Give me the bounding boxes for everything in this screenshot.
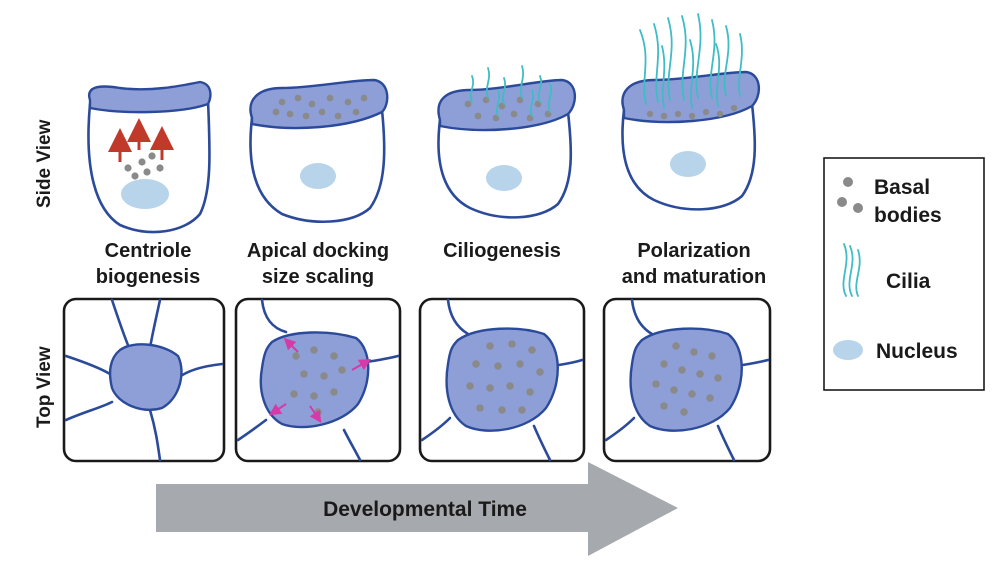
legend-cilia: Cilia [886,270,931,293]
side-cell-1 [87,80,212,234]
basal-body-icon [148,152,156,160]
basal-bodies-cell-4 [646,104,738,120]
top-view-label: Top View [34,346,55,428]
basal-body-icon [837,177,863,213]
legend-basal-line2: bodies [874,204,942,227]
apical-surface [108,343,183,411]
nucleus-icon [300,163,336,189]
cilia-icon [842,243,861,297]
stage-2-line1: Apical docking [247,240,389,262]
stage-4-line2: and maturation [622,266,766,288]
side-cell-4 [621,13,760,211]
developmental-time-arrow: Developmental Time [156,462,678,556]
stage-3-line1: Ciliogenesis [443,240,561,262]
stage-1-line2: biogenesis [96,266,200,288]
top-view-panel-3 [418,297,586,463]
legend-basal-line1: Basal [874,176,930,199]
basal-bodies-cell-2 [272,94,368,120]
side-cell-3 [437,65,576,219]
basal-bodies-panel-4 [652,342,722,416]
stage-4-line1: Polarization [637,240,750,262]
basal-body-icon [124,164,132,172]
apical-surface [259,331,370,429]
side-cell-2 [249,78,389,223]
cilia-cell-4 [639,13,743,109]
basal-body-icon [131,172,139,180]
apical-surface [445,327,559,432]
top-view-panel-2 [234,297,402,463]
developmental-time-label: Developmental Time [323,498,527,521]
basal-body-icon [138,158,146,166]
cilia-cell-3 [469,65,553,117]
basal-body-icon [156,164,164,172]
stage-2-line2: size scaling [262,266,374,288]
stage-1-line1: Centriole [105,240,192,262]
nucleus-icon [486,165,522,191]
top-view-panel-4 [602,297,772,463]
nucleus-icon [670,151,706,177]
basal-bodies-panel-3 [466,340,544,414]
magenta-arrow-icons [269,337,372,423]
side-view-label: Side View [34,119,55,208]
basal-body-icon [143,168,151,176]
top-view-panel-1 [62,297,226,463]
stage-labels: Centriole biogenesis Apical docking size… [96,240,766,288]
legend-nucleus: Nucleus [876,340,958,363]
nucleus-icon [833,340,863,360]
legend: Basal bodies Cilia Nucleus [823,157,985,391]
nucleus-icon [121,179,169,209]
